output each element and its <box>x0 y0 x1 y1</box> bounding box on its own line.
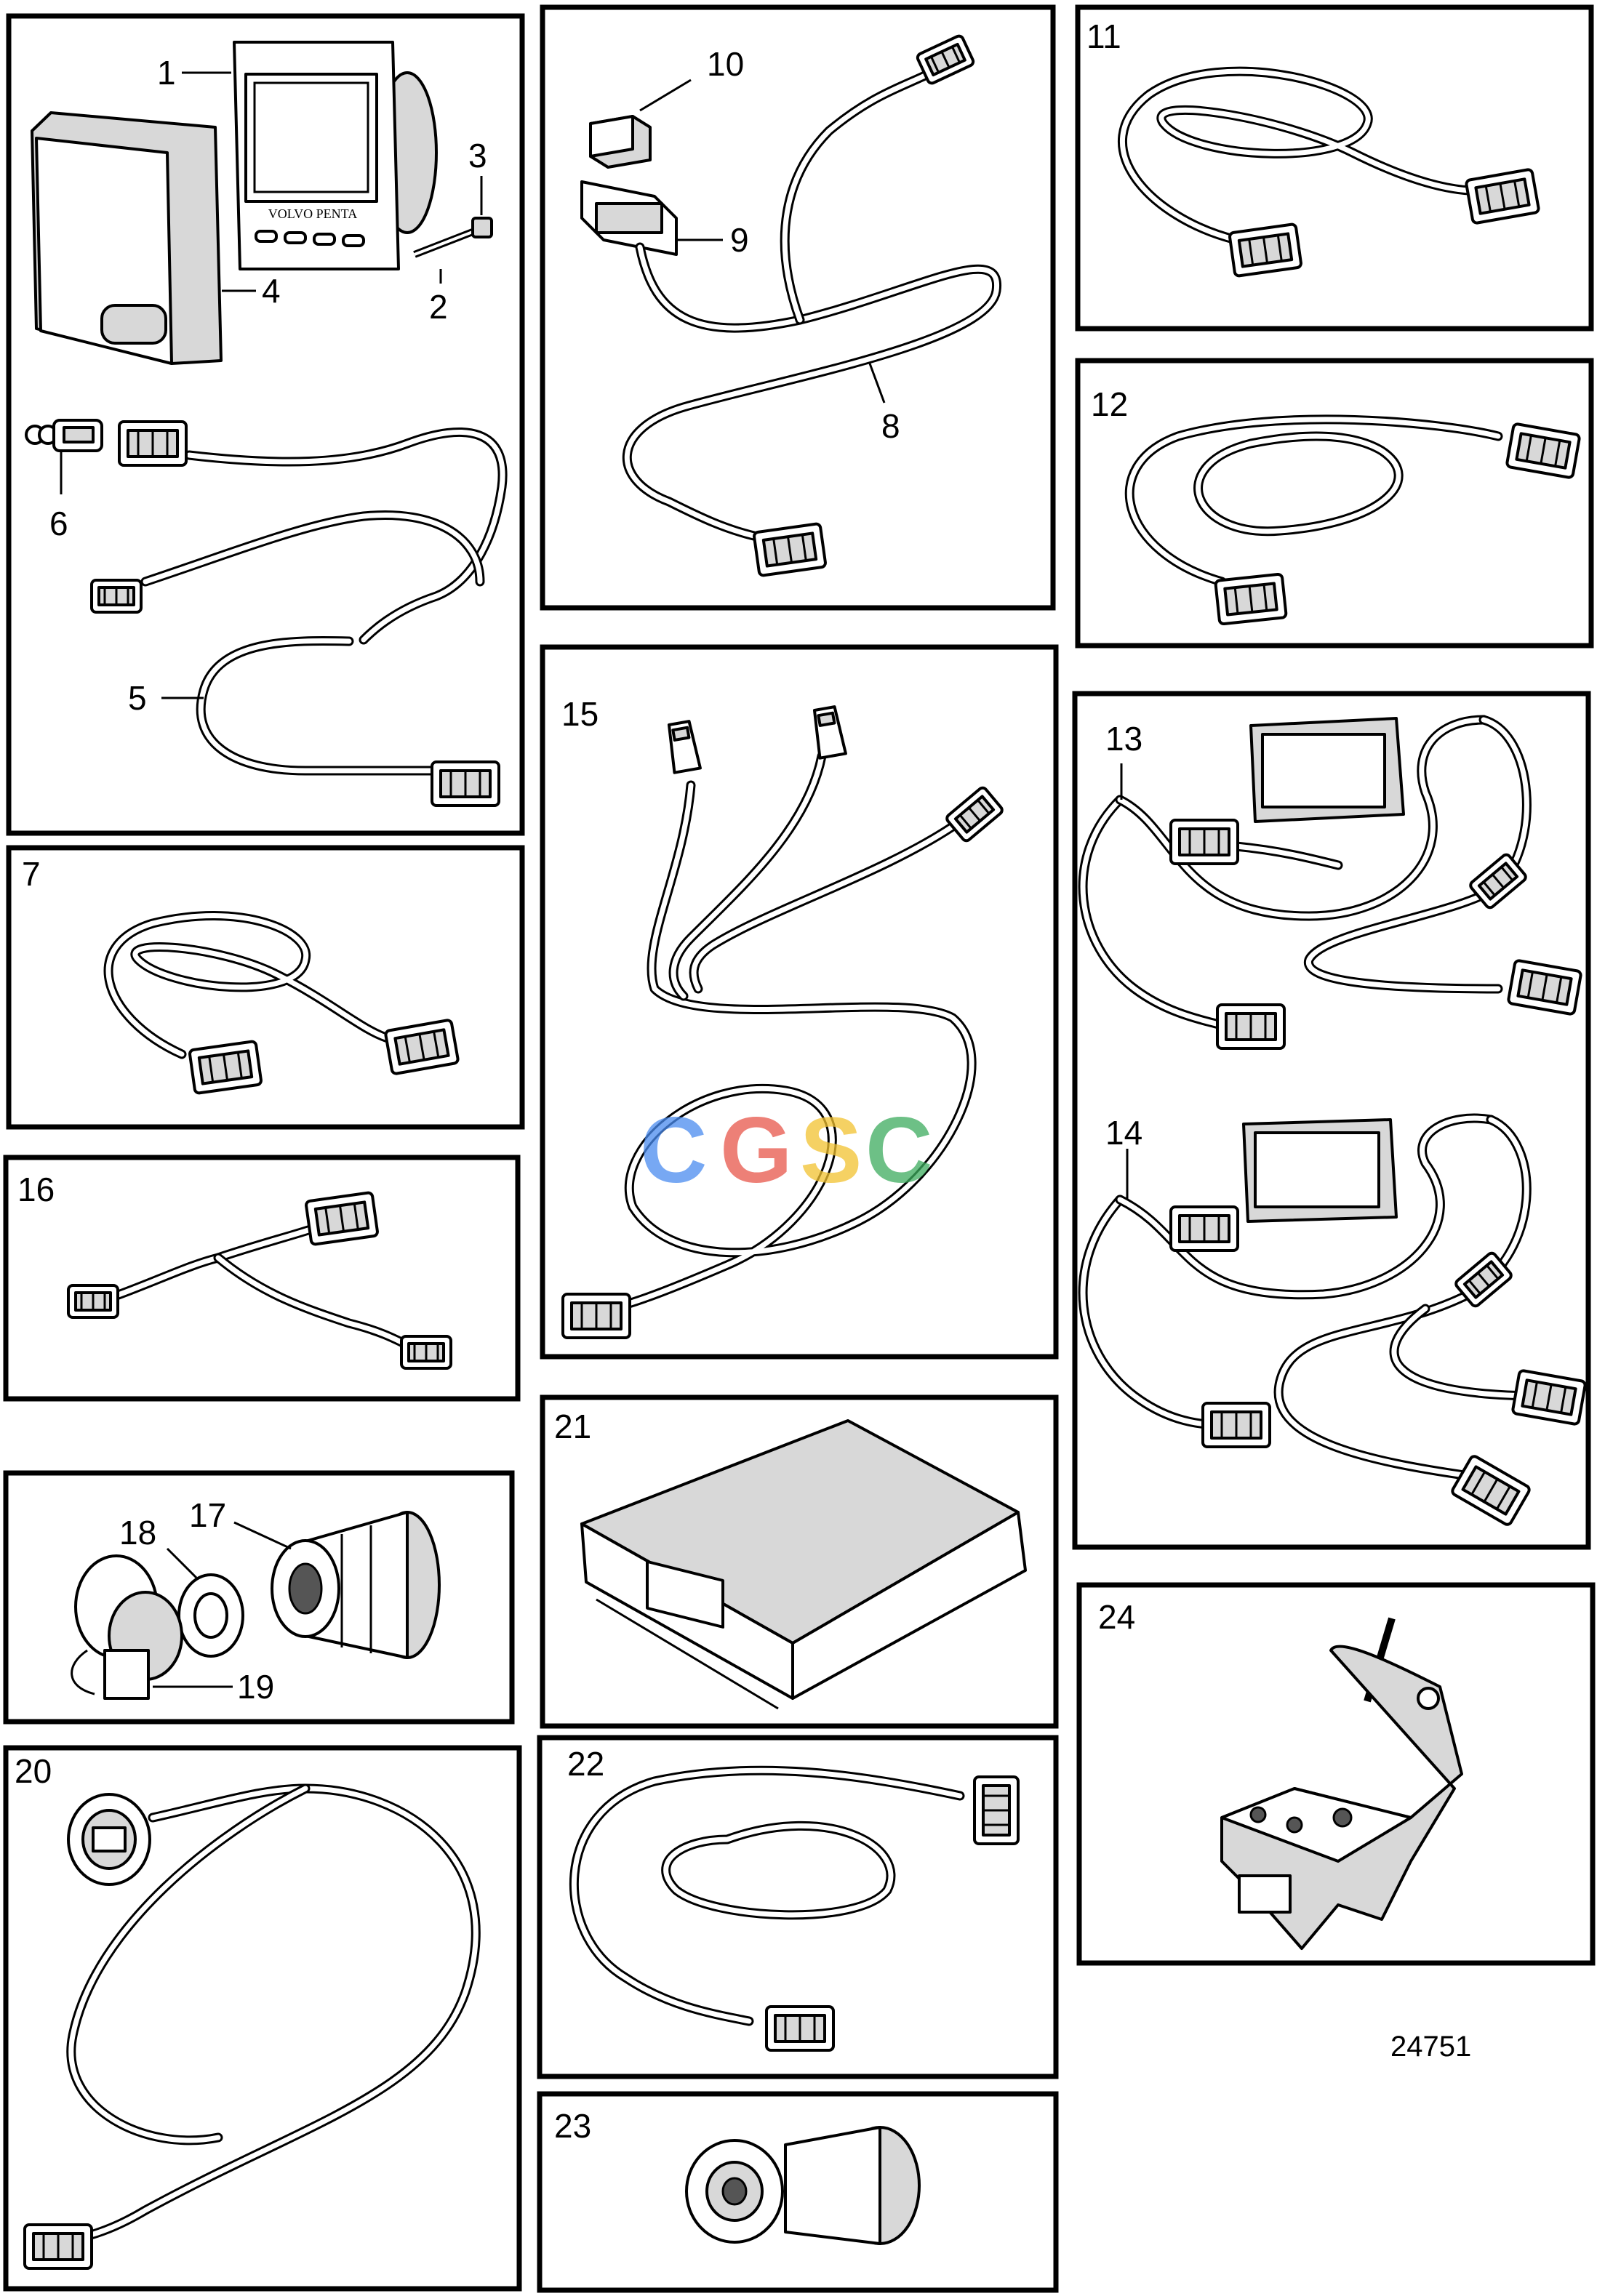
panel-17: 17 18 19 <box>3 1470 515 1725</box>
screw <box>413 217 493 258</box>
panel-11: 11 <box>1075 4 1594 332</box>
label-10: 10 <box>707 45 744 83</box>
socket-23 <box>685 2126 921 2245</box>
panel-15-frame <box>540 644 1059 1360</box>
label-23: 23 <box>554 2107 591 2145</box>
label-11: 11 <box>1086 17 1121 55</box>
cover <box>31 111 223 365</box>
watermark-letter-g: G <box>720 1099 793 1203</box>
reference-number: 24751 <box>1390 2031 1471 2063</box>
cap-19 <box>71 1554 183 1700</box>
label-15: 15 <box>561 695 599 733</box>
label-6: 6 <box>49 505 68 542</box>
round-plug <box>67 1793 151 1886</box>
harness-5 <box>90 420 508 807</box>
label-21: 21 <box>554 1408 591 1445</box>
label-12: 12 <box>1091 385 1128 423</box>
relay-10 <box>589 115 652 169</box>
nut-18 <box>177 1573 244 1658</box>
harness-11 <box>1118 66 1541 278</box>
bracket <box>1220 1617 1463 1950</box>
harness-13 <box>1078 715 1583 1050</box>
label-22: 22 <box>567 1745 604 1783</box>
label-2: 2 <box>429 288 448 326</box>
display-brand-mark: VOLVO PENTA <box>268 206 357 221</box>
label-14: 14 <box>1105 1114 1142 1152</box>
label-24: 24 <box>1098 1598 1135 1636</box>
panel-12-frame <box>1075 358 1594 649</box>
panel-1: VOLVO PENTA <box>6 13 525 836</box>
panel-20: 20 <box>3 1745 522 2292</box>
label-7: 7 <box>22 855 41 893</box>
label-1: 1 <box>157 54 176 92</box>
socket-17 <box>271 1511 441 1659</box>
panel-13: 13 14 <box>1072 691 1591 1550</box>
harness-20 <box>23 1783 481 2270</box>
clip-6 <box>25 419 103 452</box>
label-9: 9 <box>730 221 749 259</box>
panel-8: 10 9 8 <box>540 4 1056 611</box>
harness-7 <box>103 911 460 1096</box>
harness-16 <box>67 1190 452 1370</box>
panel-11-frame <box>1075 4 1594 332</box>
harness-14 <box>1078 1113 1588 1528</box>
watermark-letter-c1: C <box>640 1099 707 1203</box>
panel-7: 7 <box>6 845 525 1130</box>
panel-24: 24 <box>1076 1582 1596 1966</box>
harness-8 <box>622 33 1002 578</box>
label-17: 17 <box>189 1496 226 1534</box>
panel-16: 16 <box>3 1155 521 1402</box>
label-13: 13 <box>1105 720 1142 758</box>
panel-12: 12 <box>1075 358 1594 649</box>
panel-21: 21 <box>540 1394 1059 1729</box>
watermark-letter-c2: C <box>865 1099 932 1203</box>
label-5: 5 <box>128 679 147 717</box>
display-unit: VOLVO PENTA <box>233 41 438 270</box>
label-16: 16 <box>17 1171 55 1208</box>
label-4: 4 <box>262 272 281 310</box>
harness-22 <box>569 1765 1020 2052</box>
harness-15 <box>561 705 1006 1339</box>
control-unit <box>580 1419 1027 1710</box>
panel-23: 23 <box>537 2091 1059 2293</box>
watermark: C G S C <box>640 1099 932 1203</box>
relay-holder-9 <box>580 180 678 256</box>
label-18: 18 <box>119 1514 156 1552</box>
label-20: 20 <box>15 1752 52 1790</box>
panel-16-frame <box>3 1155 521 1402</box>
label-3: 3 <box>468 137 487 174</box>
panel-15: 15 <box>540 644 1059 1360</box>
watermark-letter-s: S <box>800 1099 862 1203</box>
label-19: 19 <box>237 1668 274 1706</box>
harness-12 <box>1124 414 1582 626</box>
label-8: 8 <box>881 407 900 445</box>
panel-22: 22 <box>537 1735 1059 2079</box>
